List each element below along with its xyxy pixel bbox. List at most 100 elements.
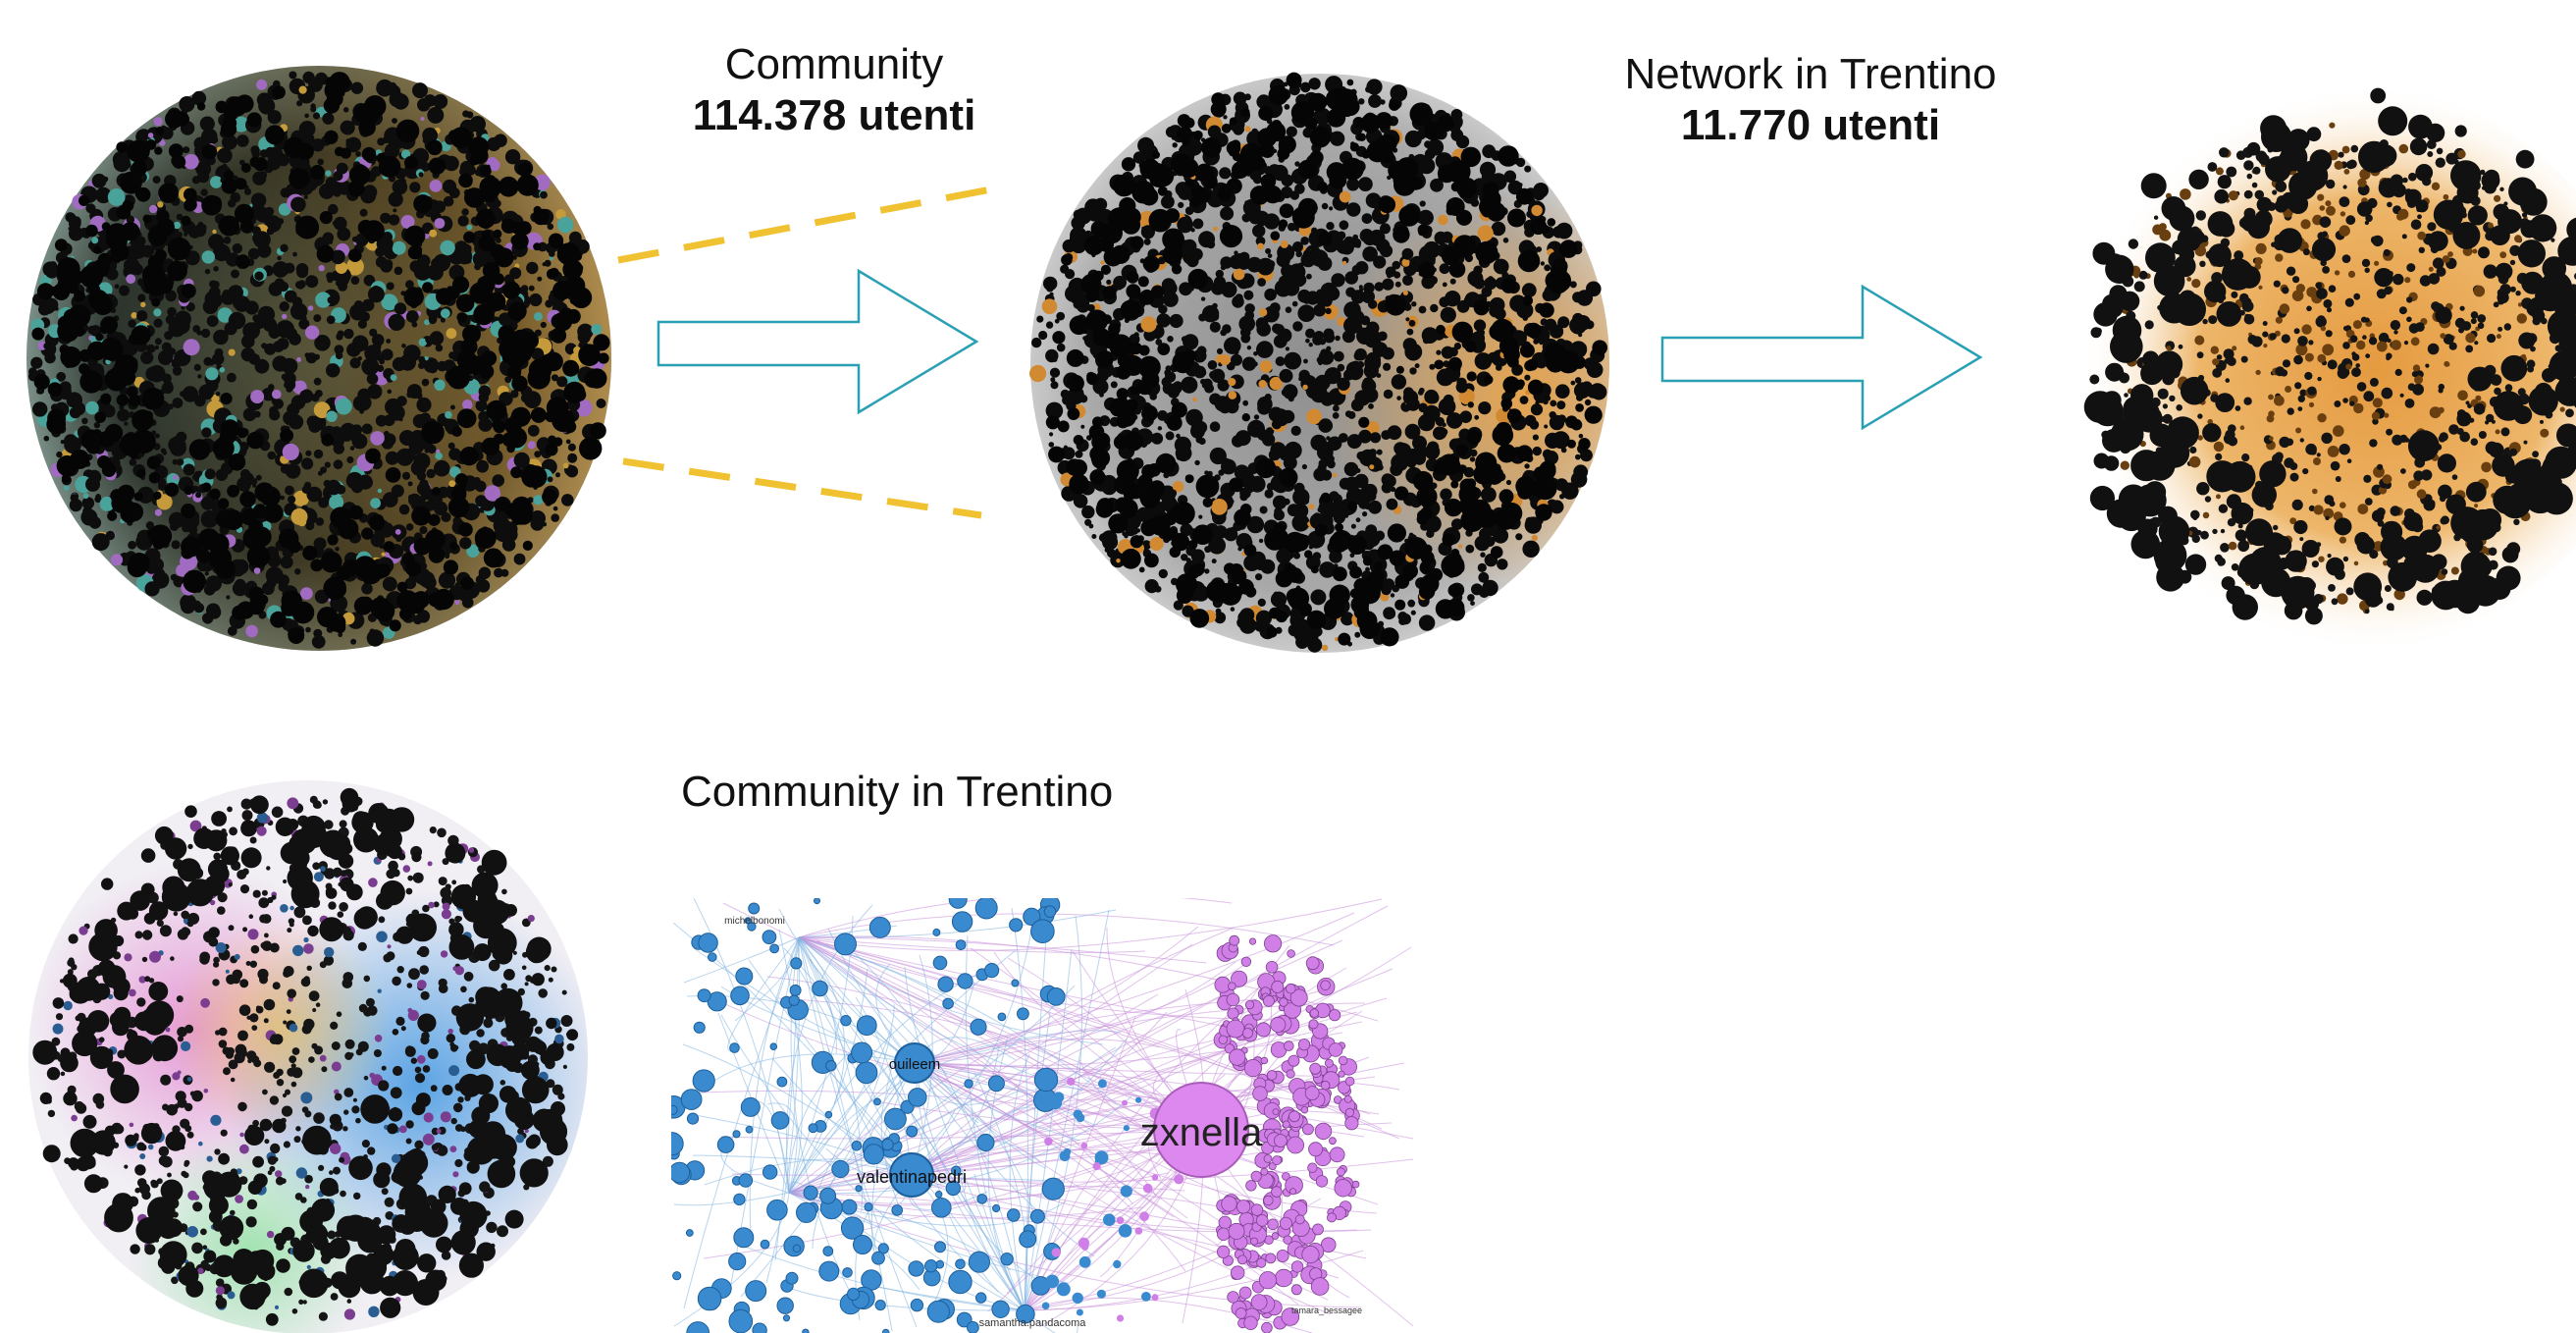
network-node-dot	[1369, 432, 1382, 444]
network-node-dot	[91, 237, 99, 244]
network-node-dot	[496, 238, 501, 243]
network-node-dot	[547, 223, 554, 231]
network-node-dot	[1509, 294, 1527, 312]
network-node-dot	[2313, 457, 2321, 465]
network-node-dot	[1126, 271, 1139, 284]
network-node-dot	[1547, 218, 1556, 227]
network-node-dot	[1257, 598, 1266, 608]
network-node-dot	[1312, 552, 1322, 560]
network-node-dot	[335, 547, 340, 552]
network-node-dot	[1292, 241, 1303, 252]
network-node-dot	[320, 551, 342, 573]
network-node-dot	[137, 293, 146, 302]
network-node-dot	[184, 187, 197, 201]
network-node-dot	[2509, 286, 2516, 293]
network-node-dot	[1256, 341, 1274, 358]
network-node-dot	[1214, 612, 1227, 624]
network-node-dot	[2369, 439, 2378, 448]
network-node-dot	[389, 91, 405, 108]
network-node-dot	[1071, 238, 1087, 254]
network-node-dot	[273, 399, 285, 409]
network-node-dot	[1309, 380, 1327, 399]
network-node-dot	[313, 377, 322, 386]
network-node-dot	[422, 282, 434, 293]
network-node-dot	[288, 627, 305, 644]
network-node-dot	[1089, 469, 1106, 485]
network-node-dot	[1229, 477, 1243, 493]
network-node-dot	[1539, 341, 1544, 346]
network-node-dot	[1284, 351, 1302, 370]
network-node-dot	[2323, 507, 2335, 519]
network-node-dot	[308, 78, 323, 92]
network-node-dot	[1306, 273, 1312, 280]
network-node-dot	[552, 311, 573, 332]
network-node-dot	[1283, 384, 1298, 400]
network-node-dot	[2200, 530, 2209, 540]
network-node-dot	[1380, 343, 1385, 347]
network-node-dot	[126, 162, 131, 168]
network-node-dot	[1231, 568, 1247, 585]
network-node-dot	[416, 397, 432, 413]
network-node-dot	[2255, 369, 2261, 376]
network-node-dot	[1398, 205, 1420, 227]
network-node-dot	[131, 312, 137, 319]
network-node-dot	[1257, 128, 1278, 148]
network-node-dot	[1329, 171, 1347, 189]
network-node-dot	[435, 452, 443, 460]
network-node-dot	[475, 208, 496, 229]
network-node-dot	[2465, 333, 2476, 344]
network-node-dot	[2271, 241, 2277, 247]
network-node-dot	[2499, 187, 2504, 191]
network-node-dot	[2162, 403, 2168, 409]
network-node-dot	[1325, 441, 1336, 452]
network-node-dot	[2232, 346, 2237, 351]
network-node-dot	[1570, 380, 1576, 386]
network-node-dot	[207, 533, 230, 556]
arrow-right-icon	[657, 268, 979, 415]
network-node-dot	[1580, 449, 1593, 462]
network-node-dot	[1337, 363, 1345, 372]
network-node-dot	[2404, 399, 2415, 408]
network-node-dot	[1149, 480, 1165, 497]
network-node-dot	[296, 357, 301, 362]
network-node-dot	[2306, 287, 2318, 297]
network-node-dot	[1201, 136, 1222, 158]
network-node-dot	[2439, 432, 2448, 442]
network-node-dot	[1264, 394, 1272, 401]
network-node-dot	[1337, 377, 1350, 391]
network-node-dot	[2220, 528, 2226, 534]
network-node-dot	[409, 182, 421, 193]
network-node-dot	[313, 401, 331, 418]
network-node-dot	[1243, 555, 1261, 571]
network-node-dot	[1347, 410, 1356, 419]
network-node-dot	[530, 406, 547, 423]
network-node-dot	[1106, 531, 1111, 536]
network-node-dot	[1286, 126, 1297, 137]
network-node-dot	[1313, 467, 1327, 482]
network-node-dot	[2342, 556, 2349, 562]
network-node-dot	[247, 340, 255, 347]
network-node-dot	[426, 468, 436, 479]
network-node-dot	[352, 395, 370, 411]
network-node-dot	[1277, 337, 1287, 347]
network-node-dot	[2223, 348, 2234, 360]
network-node-dot	[2417, 214, 2422, 220]
network-node-dot	[494, 567, 503, 578]
network-node-dot	[462, 400, 473, 410]
network-node-dot	[1457, 464, 1468, 474]
network-node-dot	[119, 433, 142, 456]
network-node-dot	[246, 431, 264, 450]
network-node-dot	[1054, 318, 1060, 324]
network-node-dot	[380, 259, 394, 273]
network-node-dot	[1584, 399, 1592, 406]
network-node-dot	[1471, 583, 1483, 596]
network-node-dot	[2157, 388, 2169, 400]
network-node-dot	[2251, 182, 2258, 188]
network-node-dot	[167, 260, 187, 282]
network-node-dot	[167, 237, 191, 261]
network-node-dot	[424, 319, 430, 326]
network-node-dot	[1091, 534, 1097, 539]
network-node-dot	[2364, 609, 2370, 614]
network-node-dot	[46, 414, 67, 435]
network-node-dot	[335, 261, 348, 274]
